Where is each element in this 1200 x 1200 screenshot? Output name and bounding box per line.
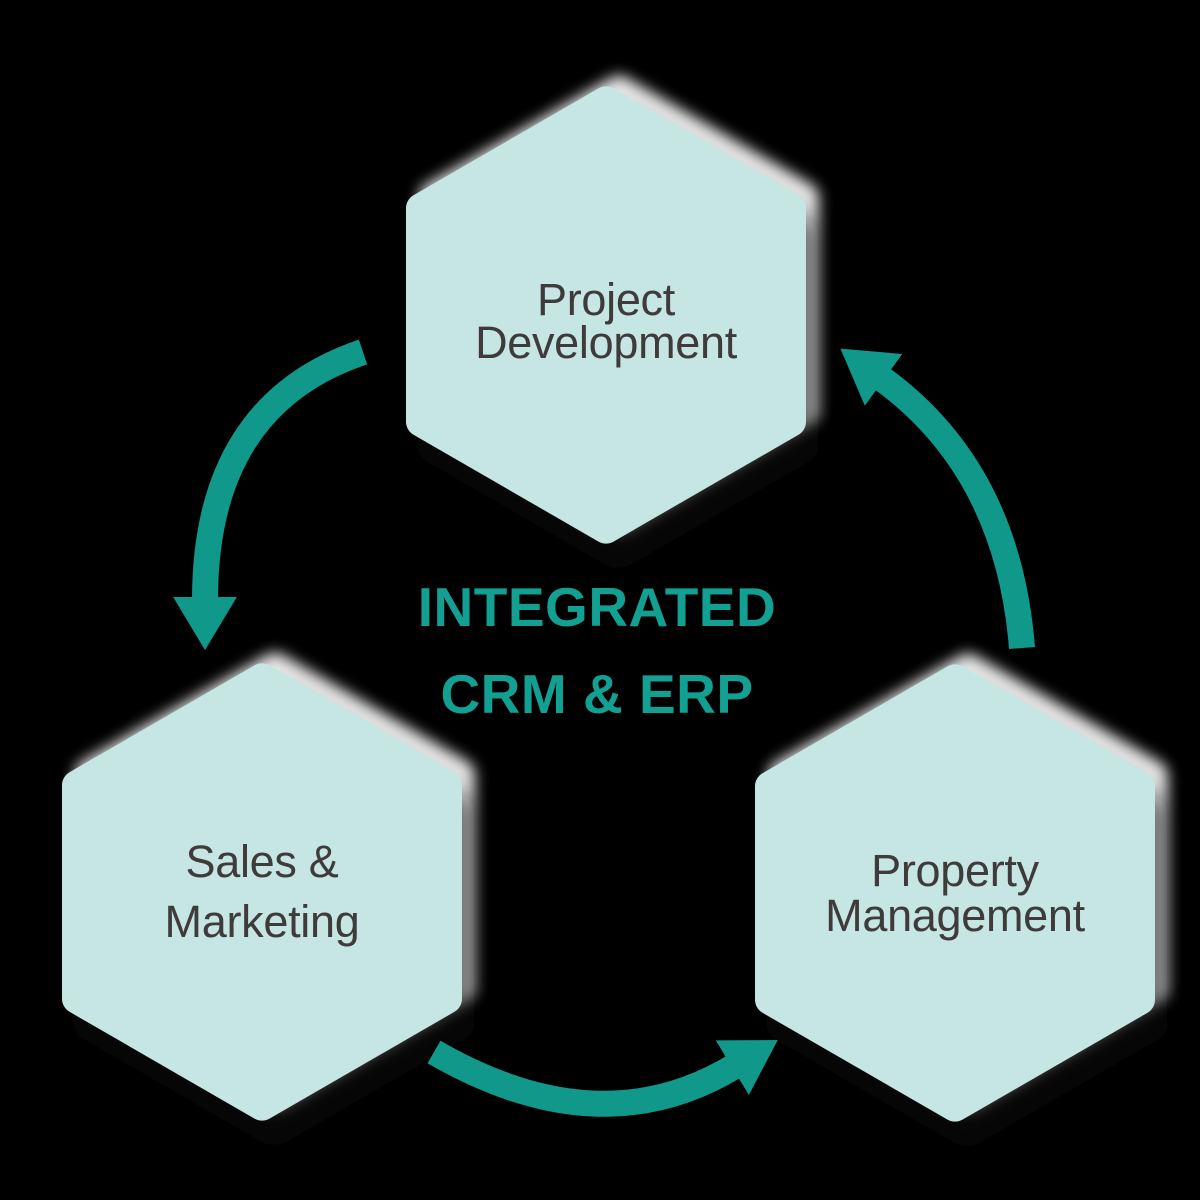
hexagon-label-sales-marketing: Sales & Marketing [62,661,462,1123]
arrow-property-to-project [840,348,1035,650]
arrow-project-to-sales [173,339,368,651]
arrow-sales-to-property [427,1040,778,1117]
center-heading: INTEGRATED CRM & ERP [347,564,847,738]
hexagon-label-project-development: Project Development [406,84,806,552]
center-heading-line-2: CRM & ERP [440,663,754,725]
label-line: Marketing [164,896,360,947]
label-line: Property [871,845,1039,896]
label-line: Management [825,890,1085,941]
label-line: Sales & [185,836,339,887]
center-heading-line-1: INTEGRATED [417,576,777,638]
label-line: Development [475,317,737,368]
label-line: Project [537,274,675,325]
hexagon-label-property-management: Property Management [755,662,1155,1124]
